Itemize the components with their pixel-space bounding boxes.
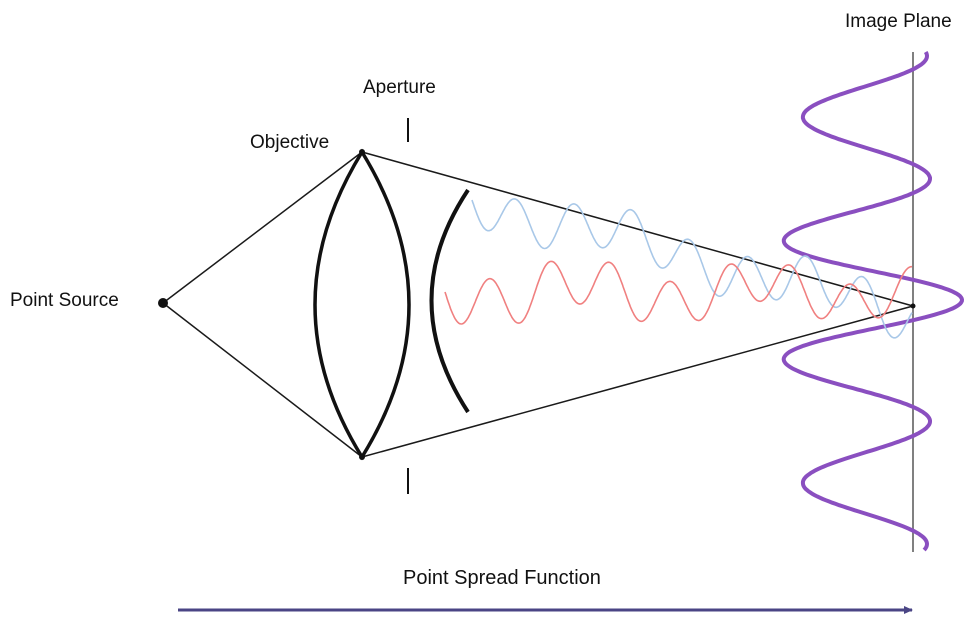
ray-upper-in bbox=[162, 151, 363, 304]
image-plane-label: Image Plane bbox=[845, 11, 952, 32]
meniscus-lens bbox=[429, 188, 470, 414]
blue-wave bbox=[471, 198, 913, 339]
ray-lower-out bbox=[361, 305, 914, 458]
focus-point bbox=[910, 303, 916, 309]
aperture-label: Aperture bbox=[363, 77, 436, 98]
ray-upper-out bbox=[361, 151, 914, 307]
psf-label: Point Spread Function bbox=[403, 567, 601, 589]
point-source-label: Point Source bbox=[10, 290, 119, 311]
objective-label: Objective bbox=[250, 132, 329, 153]
ray-lower-in bbox=[162, 302, 363, 458]
objective-lens-bottom-tip bbox=[359, 454, 365, 460]
red-wave bbox=[444, 260, 912, 325]
point-source-dot bbox=[158, 298, 168, 308]
psf-wave bbox=[781, 50, 965, 552]
objective-lens-top-tip bbox=[359, 149, 365, 155]
objective-lens bbox=[313, 148, 411, 461]
